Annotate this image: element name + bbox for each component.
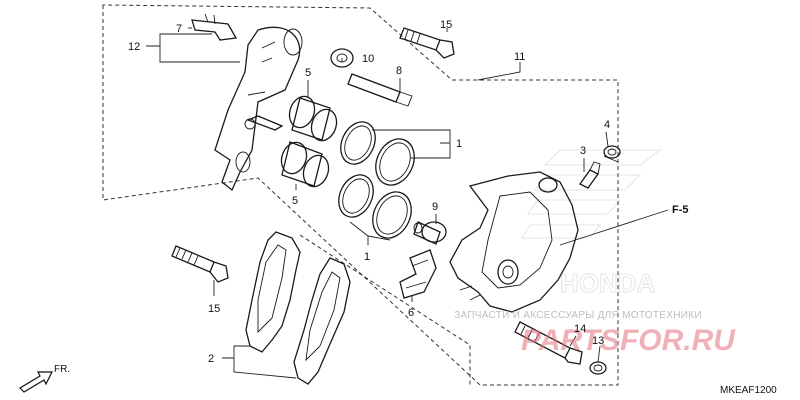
callout-8: 8 — [396, 65, 402, 77]
callout-13: 13 — [592, 335, 604, 347]
bleeder-cap — [603, 145, 621, 163]
bleeder-screw — [579, 161, 601, 189]
watermark-caption: ЗАПЧАСТИ И АКСЕССУАРЫ ДЛЯ МОТОТЕХНИКИ — [454, 310, 702, 321]
callout-1-lower: 1 — [364, 251, 370, 263]
reference-label: F-5 — [672, 204, 689, 216]
piston-seals — [338, 121, 415, 239]
diagram-code: MKEAF1200 — [720, 385, 777, 396]
callout-5-lower: 5 — [292, 195, 298, 207]
slide-pin — [347, 73, 413, 107]
pad-retainer-clip — [191, 13, 238, 41]
watermark-site: PARTSFOR.RU — [521, 324, 736, 357]
callout-9: 9 — [432, 201, 438, 213]
pad-pin — [413, 221, 447, 245]
bracket-bolt-upper — [399, 27, 455, 59]
caliper-assembly-boundary — [102, 4, 619, 386]
callout-11: 11 — [514, 51, 525, 63]
honda-logo-text: HONDA — [560, 268, 656, 298]
brake-pad-left — [245, 231, 301, 353]
caliper-bracket — [214, 26, 303, 192]
callout-2: 2 — [208, 353, 214, 365]
callout-5-upper: 5 — [305, 67, 311, 79]
callout-15-lower: 15 — [208, 303, 220, 315]
front-direction-label: FR. — [54, 364, 70, 375]
leader-lines — [146, 27, 669, 379]
callout-7: 7 — [176, 23, 182, 35]
piston-upper — [288, 95, 338, 142]
bolt-washer — [589, 361, 607, 375]
mounting-bolt-lower — [514, 321, 583, 365]
callout-3: 3 — [580, 145, 586, 157]
pad-spring — [399, 249, 437, 299]
honda-wing-watermark: HONDA — [521, 149, 662, 299]
piston-lower — [280, 141, 330, 188]
callout-12: 12 — [128, 41, 140, 53]
pad-set-boundary — [299, 234, 471, 385]
callout-6: 6 — [408, 307, 414, 319]
caliper-body — [449, 171, 579, 313]
callout-10: 10 — [362, 53, 374, 65]
callout-15-upper: 15 — [440, 19, 452, 31]
brake-pad-right — [293, 257, 351, 385]
bracket-bolt-lower — [171, 245, 229, 283]
callout-14: 14 — [574, 323, 586, 335]
callout-4: 4 — [604, 119, 610, 131]
callout-1-upper: 1 — [456, 138, 462, 150]
front-direction-arrow — [19, 371, 53, 393]
